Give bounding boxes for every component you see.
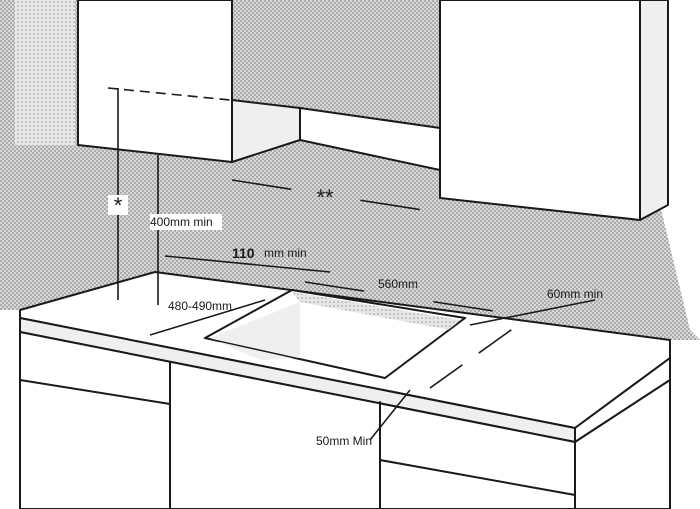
side-gap-label: 60mm min: [547, 287, 603, 301]
base-cabinets: [19, 331, 671, 509]
cabinet-gap-symbol: **: [316, 185, 334, 210]
height-min-label: 400mm min: [150, 215, 213, 229]
back-gap-unit: mm min: [264, 246, 307, 260]
wall-cabinets: [77, 0, 669, 221]
back-gap-value: 110: [232, 245, 255, 261]
hob-cutout: [203, 289, 467, 379]
star-label-bg: [108, 195, 128, 215]
dimension-lines: [107, 87, 596, 441]
wall-cabinet-height-symbol: *: [114, 193, 123, 218]
front-gap-label: 50mm Min: [316, 434, 372, 448]
cutout-width-label: 560mm: [378, 277, 418, 291]
height-label-bg: [150, 214, 222, 230]
cutout-depth-label: 480-490mm: [168, 299, 232, 313]
